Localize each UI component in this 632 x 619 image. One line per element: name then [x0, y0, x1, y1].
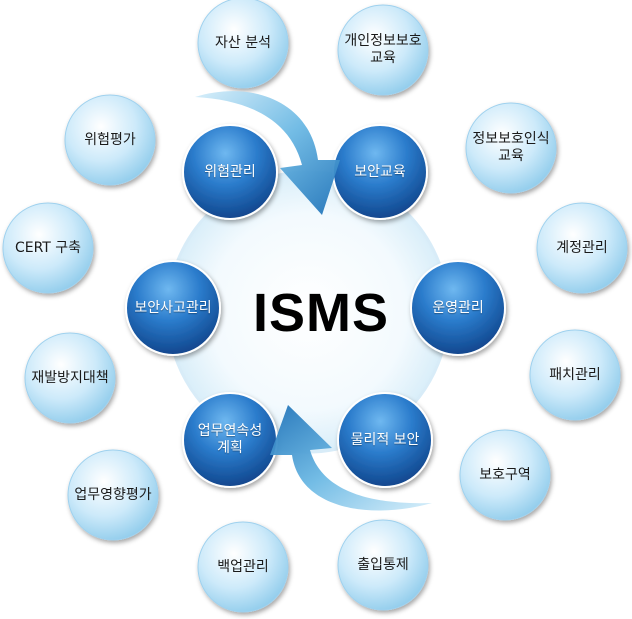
inner-node-label-risk-management: 위험관리	[204, 163, 256, 180]
inner-node-label-operations-management: 운영관리	[432, 299, 484, 316]
outer-node-cert-setup	[2, 202, 94, 294]
inner-node-label-security-education: 보안교육	[354, 163, 406, 180]
outer-node-label-account-management: 계정관리	[556, 239, 608, 256]
outer-node-label-cert-setup: CERT 구축	[14, 239, 82, 256]
outer-node-disaster-prevention	[24, 332, 116, 424]
outer-node-backup-management	[197, 521, 289, 613]
outer-node-privacy-education	[337, 4, 429, 96]
curved-arrow-top	[195, 91, 340, 215]
outer-node-label-protected-area: 보호구역	[479, 466, 531, 483]
inner-node-label-incident-management: 보안사고관리	[134, 299, 212, 316]
outer-node-asset-analysis	[197, 0, 289, 89]
outer-node-label-backup-management: 백업관리	[217, 558, 269, 575]
outer-node-security-awareness-education	[465, 102, 557, 194]
outer-node-label-patch-management: 패치관리	[549, 366, 601, 383]
inner-node-label-physical-security: 물리적 보안	[350, 431, 420, 448]
outer-node-label-business-impact-assessment: 업무영향평가	[74, 486, 152, 503]
outer-node-risk-assessment	[64, 94, 156, 186]
outer-node-label-disaster-prevention: 재발방지대책	[31, 369, 109, 386]
outer-node-label-risk-assessment: 위험평가	[84, 131, 136, 148]
inner-node-operations-management	[410, 260, 506, 356]
curved-arrow-bottom	[270, 405, 432, 511]
outer-node-patch-management	[529, 329, 621, 421]
outer-node-business-impact-assessment	[67, 449, 159, 541]
inner-node-risk-management	[182, 124, 278, 220]
outer-node-label-access-control: 출입통제	[357, 556, 409, 573]
inner-node-physical-security	[337, 392, 433, 488]
outer-node-protected-area	[459, 429, 551, 521]
center-title: ISMS	[252, 283, 390, 343]
outer-node-label-asset-analysis: 자산 분석	[215, 34, 271, 51]
inner-node-incident-management	[125, 260, 221, 356]
outer-node-account-management	[536, 202, 628, 294]
outer-node-access-control	[337, 519, 429, 611]
